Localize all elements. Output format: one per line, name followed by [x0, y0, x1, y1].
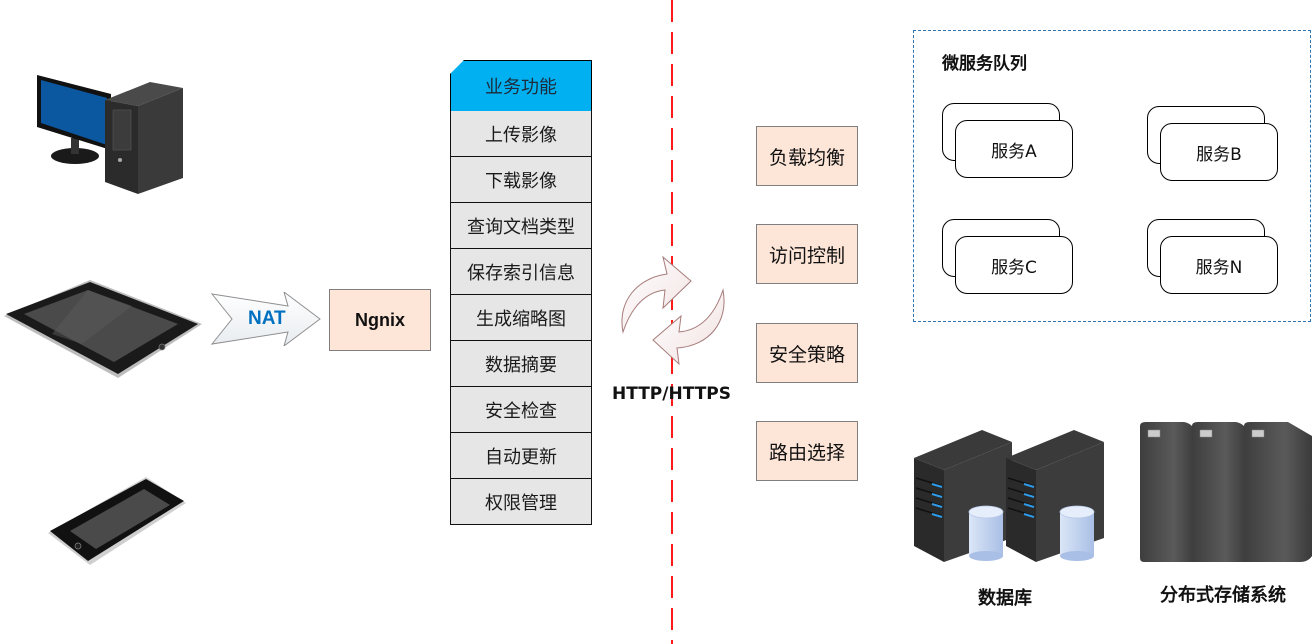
- service-card[interactable]: 服务B: [1147, 106, 1279, 182]
- function-item[interactable]: 安全检查: [450, 386, 592, 433]
- database-label: 数据库: [978, 588, 1032, 609]
- function-item[interactable]: 自动更新: [450, 432, 592, 479]
- function-item[interactable]: 权限管理: [450, 478, 592, 525]
- function-item[interactable]: 保存索引信息: [450, 248, 592, 295]
- database-server-icon: [914, 430, 1104, 562]
- gateway-access-control[interactable]: 访问控制: [756, 224, 858, 284]
- nginx-label: Ngnix: [354, 309, 405, 330]
- desktop-computer-icon: [37, 75, 183, 194]
- function-item[interactable]: 上传影像: [450, 110, 592, 157]
- protocol-label: HTTP/HTTPS: [612, 384, 731, 404]
- microservice-queue-title: 微服务队列: [942, 54, 1027, 74]
- service-card[interactable]: 服务C: [942, 219, 1074, 295]
- business-functions-list: 业务功能 上传影像 下载影像 查询文档类型 保存索引信息 生成缩略图 数据摘要 …: [450, 60, 592, 525]
- network-boundary-divider: [671, 0, 673, 644]
- tablet-icon: [4, 280, 202, 378]
- gateway-routing[interactable]: 路由选择: [756, 421, 858, 481]
- gateway-security-policy[interactable]: 安全策略: [756, 323, 858, 383]
- function-item[interactable]: 查询文档类型: [450, 202, 592, 249]
- distributed-storage-label: 分布式存储系统: [1160, 585, 1286, 606]
- distributed-storage-icon: [1140, 422, 1312, 562]
- nat-label: NAT: [248, 308, 286, 329]
- exchange-arrows-icon: [621, 255, 725, 366]
- function-item[interactable]: 生成缩略图: [450, 294, 592, 341]
- gateway-load-balancing[interactable]: 负载均衡: [756, 126, 858, 186]
- microservice-queue: 微服务队列 服务A 服务B 服务C 服务N: [913, 30, 1311, 322]
- function-item[interactable]: 下载影像: [450, 156, 592, 203]
- smartphone-icon: [48, 477, 186, 565]
- nat-arrow: NAT: [210, 292, 322, 346]
- service-card[interactable]: 服务N: [1147, 219, 1279, 295]
- nginx-box[interactable]: Ngnix: [329, 289, 431, 351]
- function-item[interactable]: 数据摘要: [450, 340, 592, 387]
- business-functions-header: 业务功能: [450, 60, 592, 111]
- service-card[interactable]: 服务A: [942, 103, 1074, 179]
